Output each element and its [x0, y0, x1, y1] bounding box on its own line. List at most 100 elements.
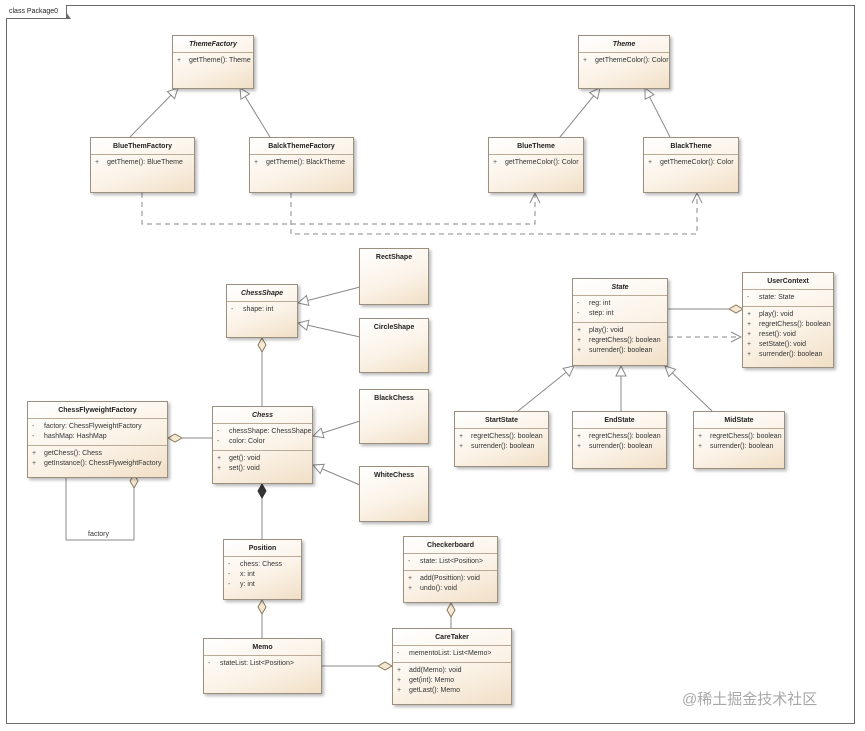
generalization-rectshape	[298, 286, 361, 303]
class-mid-state[interactable]: MidState +regretChess(): boolean +surren…	[693, 411, 785, 469]
class-theme[interactable]: Theme +getThemeColor(): Color	[578, 35, 670, 89]
attributes-section: -stateList: List<Position>	[204, 655, 321, 672]
attribute: y: int	[240, 581, 255, 588]
methods-section: +getThemeColor(): Color	[644, 154, 738, 171]
class-circle-shape[interactable]: CircleShape	[359, 318, 429, 373]
methods-section: +getTheme(): BlueTheme	[91, 154, 194, 171]
methods-section: +add(Memo): void +get(int): Memo +getLas…	[393, 662, 511, 699]
method: surrender(): boolean	[471, 443, 535, 450]
watermark: @稀土掘金技术社区	[682, 691, 818, 708]
attributes-section: -state: State	[743, 289, 833, 306]
class-name: BalckThemeFactory	[268, 143, 335, 150]
methods-section: +add(Posittion): void +undo(): void	[404, 570, 497, 597]
method: getThemeColor(): Color	[595, 57, 669, 64]
class-balck-theme-factory[interactable]: BalckThemeFactory +getTheme(): BlackThem…	[249, 137, 354, 193]
class-name: WhiteChess	[373, 472, 415, 479]
method: regretChess(): boolean	[759, 321, 831, 328]
attributes-section: -state: List<Position>	[404, 553, 497, 570]
attribute: factory: ChessFlyweightFactory	[44, 423, 142, 430]
class-state[interactable]: State -reg: int -step: int +play(): void…	[572, 278, 668, 366]
method: surrender(): boolean	[710, 443, 774, 450]
methods-section: +regretChess(): boolean +surrender(): bo…	[455, 428, 548, 455]
class-name: State	[611, 284, 629, 291]
attributes-section: -reg: int -step: int	[573, 295, 667, 322]
class-name: BlueThemFactory	[112, 143, 173, 150]
method: surrender(): boolean	[589, 443, 653, 450]
class-name: BlackChess	[374, 395, 414, 402]
method: add(Posittion): void	[420, 575, 480, 582]
class-start-state[interactable]: StartState +regretChess(): boolean +surr…	[454, 411, 549, 467]
generalization-circleshape	[298, 323, 361, 338]
generalization-blacktheme	[645, 88, 671, 138]
attribute: x: int	[240, 571, 255, 578]
methods-section: +regretChess(): boolean +surrender(): bo…	[573, 428, 666, 455]
class-name: ThemeFactory	[189, 41, 237, 48]
package-frame	[6, 5, 855, 724]
attribute: chess: Chess	[240, 561, 283, 568]
class-chess-flyweight-factory[interactable]: ChessFlyweightFactory -factory: ChessFly…	[27, 401, 168, 478]
attribute: hashMap: HashMap	[44, 433, 107, 440]
attribute: state: List<Position>	[420, 558, 484, 565]
class-chess[interactable]: Chess -chessShape: ChessShape -color: Co…	[212, 406, 313, 484]
generalization-midstate	[665, 366, 713, 412]
class-checkerboard[interactable]: Checkerboard -state: List<Position> +add…	[403, 536, 498, 603]
attribute: reg: int	[589, 300, 611, 307]
class-black-chess[interactable]: BlackChess	[359, 389, 429, 444]
method: regretChess(): boolean	[589, 337, 661, 344]
class-rect-shape[interactable]: RectShape	[359, 248, 429, 305]
generalization-blackchess	[313, 420, 361, 436]
class-white-chess[interactable]: WhiteChess	[359, 466, 429, 522]
dependency-balckthemefactory-blacktheme	[290, 193, 697, 235]
class-blue-theme[interactable]: BlueTheme +getThemeColor(): Color	[488, 137, 584, 193]
method: getTheme(): BlackTheme	[266, 159, 345, 166]
attribute: shape: int	[243, 306, 274, 313]
methods-section: +getThemeColor(): Color	[489, 154, 583, 171]
generalization-bluetheme	[559, 88, 600, 138]
method: setState(): void	[759, 341, 807, 348]
factory-association-label: factory	[88, 531, 110, 538]
class-name: ChessFlyweightFactory	[58, 407, 137, 414]
methods-section: +getThemeColor(): Color	[579, 52, 669, 69]
methods-section: +get(): void +set(): void	[213, 450, 312, 477]
attributes-section: -factory: ChessFlyweightFactory -hashMap…	[28, 418, 167, 445]
method: getTheme(): BlueTheme	[107, 159, 183, 166]
method: get(): void	[229, 455, 261, 462]
class-name: StartState	[484, 417, 519, 424]
class-name: MidState	[724, 417, 754, 424]
class-end-state[interactable]: EndState +regretChess(): boolean +surren…	[572, 411, 667, 469]
methods-section: +getTheme(): BlackTheme	[250, 154, 353, 171]
method: regretChess(): boolean	[589, 433, 661, 440]
methods-section: +play(): void +regretChess(): boolean +r…	[743, 306, 833, 363]
method: getTheme(): Theme	[189, 57, 251, 64]
generalization-bluethemfactory	[129, 88, 178, 138]
method: reset(): void	[759, 331, 796, 338]
class-position[interactable]: Position -chess: Chess -x: int -y: int	[223, 539, 302, 600]
method: add(Memo): void	[409, 667, 462, 674]
attribute: stateList: List<Position>	[220, 660, 294, 667]
package-label: class Package0	[6, 5, 72, 19]
method: regretChess(): boolean	[710, 433, 782, 440]
method: getThemeColor(): Color	[505, 159, 579, 166]
attribute: state: State	[759, 294, 795, 301]
methods-section: +regretChess(): boolean +surrender(): bo…	[694, 428, 784, 455]
method: getThemeColor(): Color	[660, 159, 734, 166]
class-chess-shape[interactable]: ChessShape -shape: int	[226, 284, 298, 338]
class-user-context[interactable]: UserContext -state: State +play(): void …	[742, 272, 834, 368]
class-care-taker[interactable]: CareTaker -mementoList: List<Memo> +add(…	[392, 628, 512, 705]
class-name: Chess	[251, 412, 273, 419]
method: get(int): Memo	[409, 677, 455, 684]
methods-section: +getChess(): Chess +getInstance(): Chess…	[28, 445, 167, 472]
attribute: chessShape: ChessShape	[229, 428, 312, 435]
method: getLast(): Memo	[409, 687, 460, 694]
class-blue-them-factory[interactable]: BlueThemFactory +getTheme(): BlueTheme	[90, 137, 195, 193]
class-black-theme[interactable]: BlackTheme +getThemeColor(): Color	[643, 137, 739, 193]
class-memo[interactable]: Memo -stateList: List<Position>	[203, 638, 322, 694]
class-name: UserContext	[767, 278, 809, 285]
attributes-section: -chess: Chess -x: int -y: int	[224, 556, 301, 593]
attributes-section: -mementoList: List<Memo>	[393, 645, 511, 662]
class-name: BlueTheme	[517, 143, 555, 150]
class-name: Checkerboard	[426, 542, 475, 549]
method: regretChess(): boolean	[471, 433, 543, 440]
class-theme-factory[interactable]: ThemeFactory +getTheme(): Theme	[172, 35, 254, 89]
